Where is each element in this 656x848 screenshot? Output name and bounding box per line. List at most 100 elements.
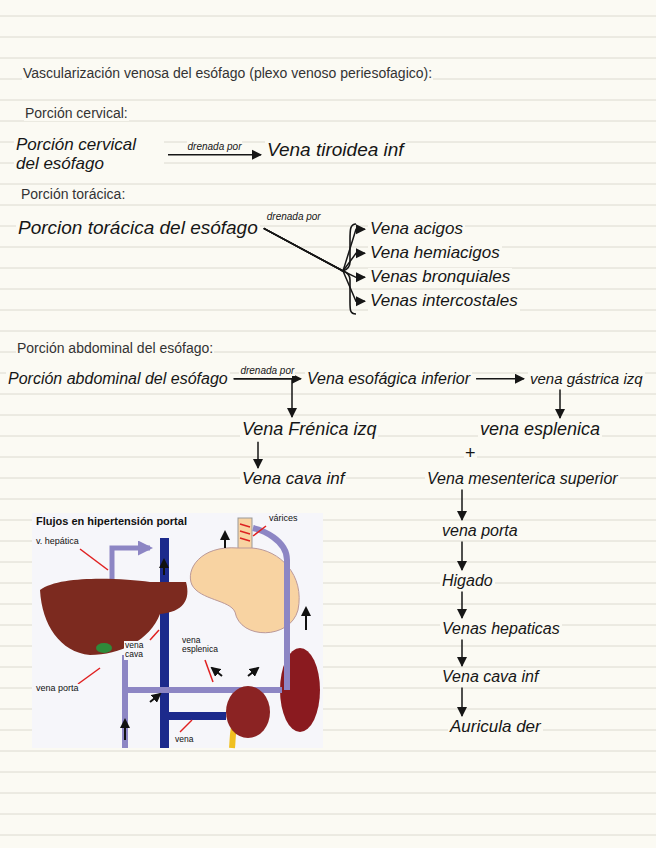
leader-line [78,668,100,684]
ruled-line [0,37,656,38]
vena-cava [160,538,169,748]
handwritten-text: vena gástrica izq [528,371,645,388]
handwritten-text: Vena esofágica inferior [305,370,472,388]
note-node: Vena hemiacigos [368,244,502,263]
edge-label: drenada por [187,141,243,152]
note-node: Higado [440,572,495,590]
stomach [190,548,299,633]
gallbladder [96,643,112,653]
leader-line [80,549,108,570]
note-node: Venas intercostales [368,292,520,311]
note-node: Vena Frénica izq [240,420,378,440]
arrow-connector [461,592,463,618]
flow-arrow [248,668,258,676]
figure-label: vena cava [124,641,154,660]
arrow-connector [264,228,365,271]
ruled-line [0,331,656,332]
ruled-line [0,310,656,311]
ruled-line [0,457,656,458]
arrow-connector [234,379,292,417]
flow-arrow [124,720,126,740]
note-node: vena esplenica [478,420,602,440]
flow-arrow [224,532,226,548]
figure-label: v. hepática [35,537,80,547]
figure-label: vena porta [35,684,80,694]
kidney [226,686,270,738]
handwritten-text: Vena Frénica izq [240,420,378,440]
arrow-connector [476,378,524,380]
note-node: Vena acigos [368,220,465,239]
ruled-line [0,415,656,416]
liver [40,579,187,655]
leader-line [180,720,192,732]
arrow-connector [264,228,365,301]
arrow-connector [559,390,561,419]
ruled-line [0,16,656,17]
portal-hypertension-figure [32,513,323,748]
ruled-line [0,247,656,248]
note-node: Venas hepaticas [440,620,562,638]
flow-arrow [212,668,222,676]
section-heading: Porción torácica: [20,187,126,202]
arrow-connector [264,228,365,271]
leader-line [205,660,213,682]
handwritten-text: Venas intercostales [368,292,520,311]
section-heading: Porción cervical: [24,106,129,121]
ruled-line [0,772,656,773]
figure-title: Flujos en hipertensión portal [35,515,188,527]
edge-label: drenada por [239,365,295,376]
ruled-line [0,289,656,290]
figure-label: várices [268,514,299,524]
portal-vein [125,528,287,748]
plus-sign: + [464,444,477,464]
handwritten-text: Venas hepaticas [440,620,562,638]
page-title: Vascularización venosa del esófago (plex… [22,66,433,81]
note-node: Venas bronquiales [368,268,512,287]
note-node: Vena tiroidea inf [265,140,406,161]
handwritten-text: Auricula der [448,718,543,737]
ruled-line [0,793,656,794]
flow-arrow [305,608,307,630]
handwritten-text: vena esplenica [478,420,602,440]
note-node: Auricula der [448,718,543,737]
leader-line [253,526,266,536]
ruled-line [0,814,656,815]
handwritten-text: Porción abdominal del esófago [6,370,230,388]
note-node: Porción abdominal del esófago [6,370,230,388]
ruled-line [0,184,656,185]
ruled-line [0,58,656,59]
leader-line [150,630,159,640]
handwritten-text: Vena acigos [368,220,465,239]
ruled-line [0,394,656,395]
edge-label: drenada por [266,211,322,222]
handwritten-text: vena porta [440,522,520,540]
note-node: Vena cava inf [440,668,540,686]
note-node: Vena cava inf [240,470,346,489]
flow-arrows [125,532,306,740]
figure-label: vena esplenica [181,636,231,655]
arrow-connector [461,490,463,520]
ruled-line [0,751,656,752]
arrow-connector [461,688,463,716]
ruled-lines [0,16,656,835]
note-node: Vena esofágica inferior [305,370,472,388]
arrow-connector [257,442,259,468]
varices [240,524,250,541]
ruled-line [0,100,656,101]
ruled-line [0,499,656,500]
flow-arrow [163,560,165,575]
handwritten-text: Vena mesenterica superior [425,470,620,488]
renal-vein [168,712,226,720]
handwritten-text: Higado [440,572,495,590]
handwritten-text: Porcion torácica del esófago [16,218,260,239]
arrow-connector [461,640,463,666]
figure-label: vena [174,735,194,744]
note-node: vena porta [440,522,520,540]
handwritten-text: Porción cervical del esófago [14,136,164,173]
figure-ground [32,513,323,748]
handwritten-text: Vena hemiacigos [368,244,502,263]
handwritten-text: Vena cava inf [440,668,540,686]
ruled-line [0,268,656,269]
